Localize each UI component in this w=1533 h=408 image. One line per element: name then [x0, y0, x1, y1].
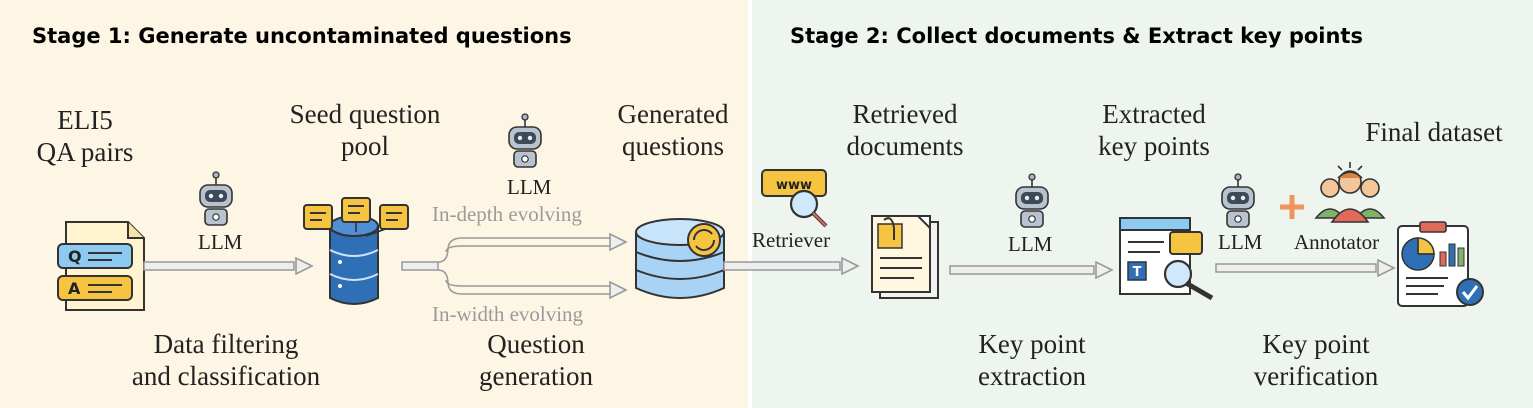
- svg-text:T: T: [1133, 265, 1142, 280]
- robot-icon: [199, 171, 233, 226]
- documents-icon: [871, 215, 939, 299]
- kp-verification-step-label: Key point verification: [1253, 329, 1379, 391]
- arrow-filter: [143, 257, 313, 275]
- eli5-label: ELI5 QA pairs: [36, 105, 134, 167]
- arrow-retrieve: [723, 257, 859, 275]
- retrieved-label: Retrieved documents: [846, 99, 964, 161]
- svg-text:A: A: [68, 279, 81, 298]
- llm-label: LLM: [1218, 230, 1263, 254]
- database-icon: [635, 218, 725, 299]
- generated-label: Generated questions: [617, 99, 729, 161]
- stage1-title: Stage 1: Generate uncontaminated questio…: [32, 24, 572, 48]
- robot-icon: [1221, 173, 1255, 228]
- robot-icon: [1015, 173, 1049, 228]
- generation-step-label: Question generation: [479, 329, 593, 391]
- key-points-icon: T: [1119, 217, 1214, 301]
- arrow-in-width: [609, 281, 627, 299]
- plus-icon: [1280, 195, 1304, 219]
- stage2-panel: [752, 0, 1533, 408]
- svg-text:Q: Q: [68, 247, 82, 266]
- llm-label: LLM: [507, 175, 552, 199]
- retriever-label: Retriever: [752, 228, 831, 252]
- www-search-icon: www: [761, 169, 828, 228]
- arrow-in-depth: [609, 233, 627, 251]
- final-dataset-label: Final dataset: [1365, 117, 1503, 147]
- in-width-label: In-width evolving: [432, 302, 584, 326]
- llm-label: LLM: [198, 230, 243, 254]
- svg-text:www: www: [776, 178, 812, 193]
- robot-icon: [508, 113, 542, 168]
- kp-extraction-step-label: Key point extraction: [978, 329, 1086, 391]
- filtering-step-label: Data filtering and classification: [131, 329, 321, 391]
- seed-pool-label: Seed question pool: [289, 99, 441, 161]
- in-depth-label: In-depth evolving: [432, 202, 582, 226]
- qa-doc-icon: Q A: [57, 221, 145, 311]
- arrow-extract: [949, 261, 1113, 279]
- stage2-title: Stage 2: Collect documents & Extract key…: [790, 24, 1363, 48]
- extracted-label: Extracted key points: [1098, 99, 1210, 161]
- team-icon: [1314, 162, 1386, 223]
- annotator-label: Annotator: [1294, 230, 1380, 254]
- seed-note-icons: [303, 197, 409, 237]
- database-icon: [329, 215, 379, 305]
- llm-label: LLM: [1008, 232, 1053, 256]
- report-icon: [1397, 221, 1484, 307]
- stage1-panel: [0, 0, 748, 408]
- arrow-branch: [401, 237, 610, 295]
- arrow-verify: [1215, 259, 1395, 277]
